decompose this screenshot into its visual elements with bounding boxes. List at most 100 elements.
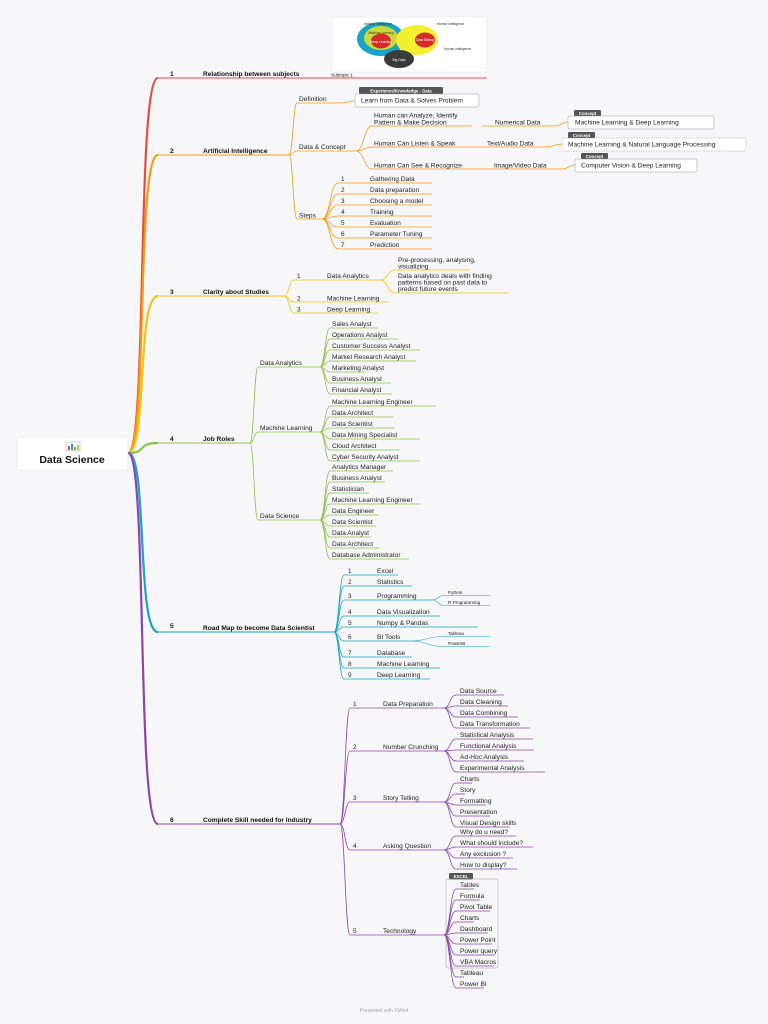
skill-group-label: Data Preparation [383, 701, 433, 708]
branch-ai[interactable]: 2 Artificial Intelligence [170, 148, 268, 155]
roadmap-sub: Python [448, 590, 463, 595]
roadmap-number: 2 [348, 579, 352, 586]
skill-group-number: 2 [353, 744, 357, 751]
connector-curve [545, 143, 563, 148]
job-role: Operations Analyst [332, 332, 388, 339]
connector-curve [339, 750, 351, 825]
svg-text:Concept: Concept [573, 133, 591, 138]
jobs-group-data-analytics: Data Analytics [260, 360, 302, 367]
svg-text:Machine Learning & Natural Lan: Machine Learning & Natural Language Proc… [568, 142, 716, 149]
clarity-note-1-line2: visualizing [398, 264, 429, 271]
skill-item: Tableau [460, 970, 483, 977]
branch-label: Artificial Intelligence [203, 148, 268, 155]
roadmap-label: Excel [377, 568, 394, 575]
connector-curve [339, 801, 351, 825]
skill-item: Charts [460, 915, 480, 922]
branch-label: Job Roles [203, 436, 235, 443]
skill-item: Formula [460, 893, 485, 900]
jobs-group-machine-learning: Machine Learning [260, 425, 313, 432]
connector-curve [283, 279, 295, 297]
connector-curve [443, 707, 457, 729]
step-label: Gathering Data [370, 176, 415, 183]
branch-clarity[interactable]: 3 Clarity about Studies [170, 289, 269, 296]
trunk-curve [127, 451, 159, 634]
job-role: Data Scientist [332, 519, 373, 526]
roadmap-number: 9 [348, 672, 352, 679]
connector-curve [333, 631, 345, 669]
job-role: Machine Learning Engineer [332, 399, 413, 406]
step-number: 4 [341, 209, 345, 216]
concept-ml-dl: Concept Machine Learning & Deep Learning [567, 110, 715, 130]
job-role: Data Analyst [332, 530, 369, 537]
trunk-curve [126, 153, 159, 455]
step-number: 5 [341, 220, 345, 227]
roadmap-number: 3 [348, 593, 352, 600]
branch-number: 3 [170, 289, 174, 296]
connector-curve [319, 431, 331, 462]
skill-item: Tables [460, 882, 480, 889]
connector-curve [333, 631, 345, 680]
connector-curve [443, 738, 457, 752]
skill-item: Data Transformation [460, 721, 520, 728]
clarity-num-1: 1 [297, 273, 301, 280]
connector-curve [379, 279, 396, 294]
connector-curve [321, 218, 339, 250]
connector-curve [443, 849, 457, 870]
tag-excel-label: EXCEL [454, 874, 469, 879]
branch-skills[interactable]: 6 Complete Skill needed for Industry [170, 817, 312, 824]
connector-curve [443, 801, 457, 828]
skill-group-number: 1 [353, 701, 357, 708]
roadmap-label: Deep Learning [377, 672, 421, 679]
roadmap-sub: PowerBI [448, 641, 465, 646]
skill-item: Power Point [460, 937, 496, 944]
branch-label: Clarity about Studies [203, 289, 269, 296]
connector-curve [443, 782, 457, 803]
definition-value: Learn from Data & Solves Problem [361, 98, 463, 105]
roadmap-label: Numpy & Pandas [377, 620, 429, 627]
job-role: Data Architect [332, 410, 373, 417]
skill-item: Data Cleaning [460, 699, 502, 706]
connector-curve [321, 193, 339, 220]
root-node[interactable]: Data Science [16, 436, 129, 471]
venn-label-outer-1: Human Intelligence [437, 22, 465, 26]
skill-group-number: 3 [353, 795, 357, 802]
job-role: Data Engineer [332, 508, 375, 515]
skill-group-label: Technology [383, 928, 417, 935]
svg-text:Computer Vision & Deep Learnin: Computer Vision & Deep Learning [581, 163, 681, 170]
branch-label: Relationship between subjects [203, 71, 300, 78]
svg-text:Experience/Knowledge - Data: Experience/Knowledge - Data [370, 88, 432, 93]
roadmap-number: 6 [348, 634, 352, 641]
ai-definition-label: Definition [299, 96, 327, 103]
connector-curve [355, 150, 373, 170]
skill-item: Functional Analysis [460, 743, 517, 750]
job-role: Cyber Security Analyst [332, 454, 398, 461]
skill-item: Formatting [460, 798, 492, 805]
connector-curve [319, 338, 331, 368]
connector-curve [319, 519, 331, 549]
branch-road-map[interactable]: 5 Road Map to become Data Scientist [170, 623, 316, 632]
step-number: 2 [341, 187, 345, 194]
clarity-deep-learning: Deep Learning [327, 307, 371, 314]
venn-label-ml: Machine Learning [368, 31, 394, 35]
branch-number: 2 [170, 148, 174, 155]
footer-credit: Presented with XMind [360, 1008, 409, 1014]
data-type-numerical: Numerical Data [495, 120, 541, 127]
connector-curve [319, 519, 331, 560]
skill-item: Power query [460, 948, 498, 955]
roadmap-label: Programming [377, 593, 417, 600]
clarity-num-2: 2 [297, 296, 301, 303]
connector-curve [409, 636, 445, 642]
branch-relationship[interactable]: 1 Relationship between subjects Subtopic… [170, 71, 353, 78]
connector-curve [339, 707, 351, 825]
skill-item: Visual Design skills [460, 820, 517, 827]
job-role: Business Analyst [332, 475, 382, 482]
tag-excel [449, 873, 473, 880]
excel-group-box [445, 878, 499, 969]
branch-job-roles[interactable]: 4 Job Roles [170, 436, 235, 443]
venn-label-ai: Artificial Intelligence [364, 22, 392, 26]
ai-steps-label: Steps [299, 213, 317, 220]
job-role: Customer Success Analyst [332, 343, 411, 350]
